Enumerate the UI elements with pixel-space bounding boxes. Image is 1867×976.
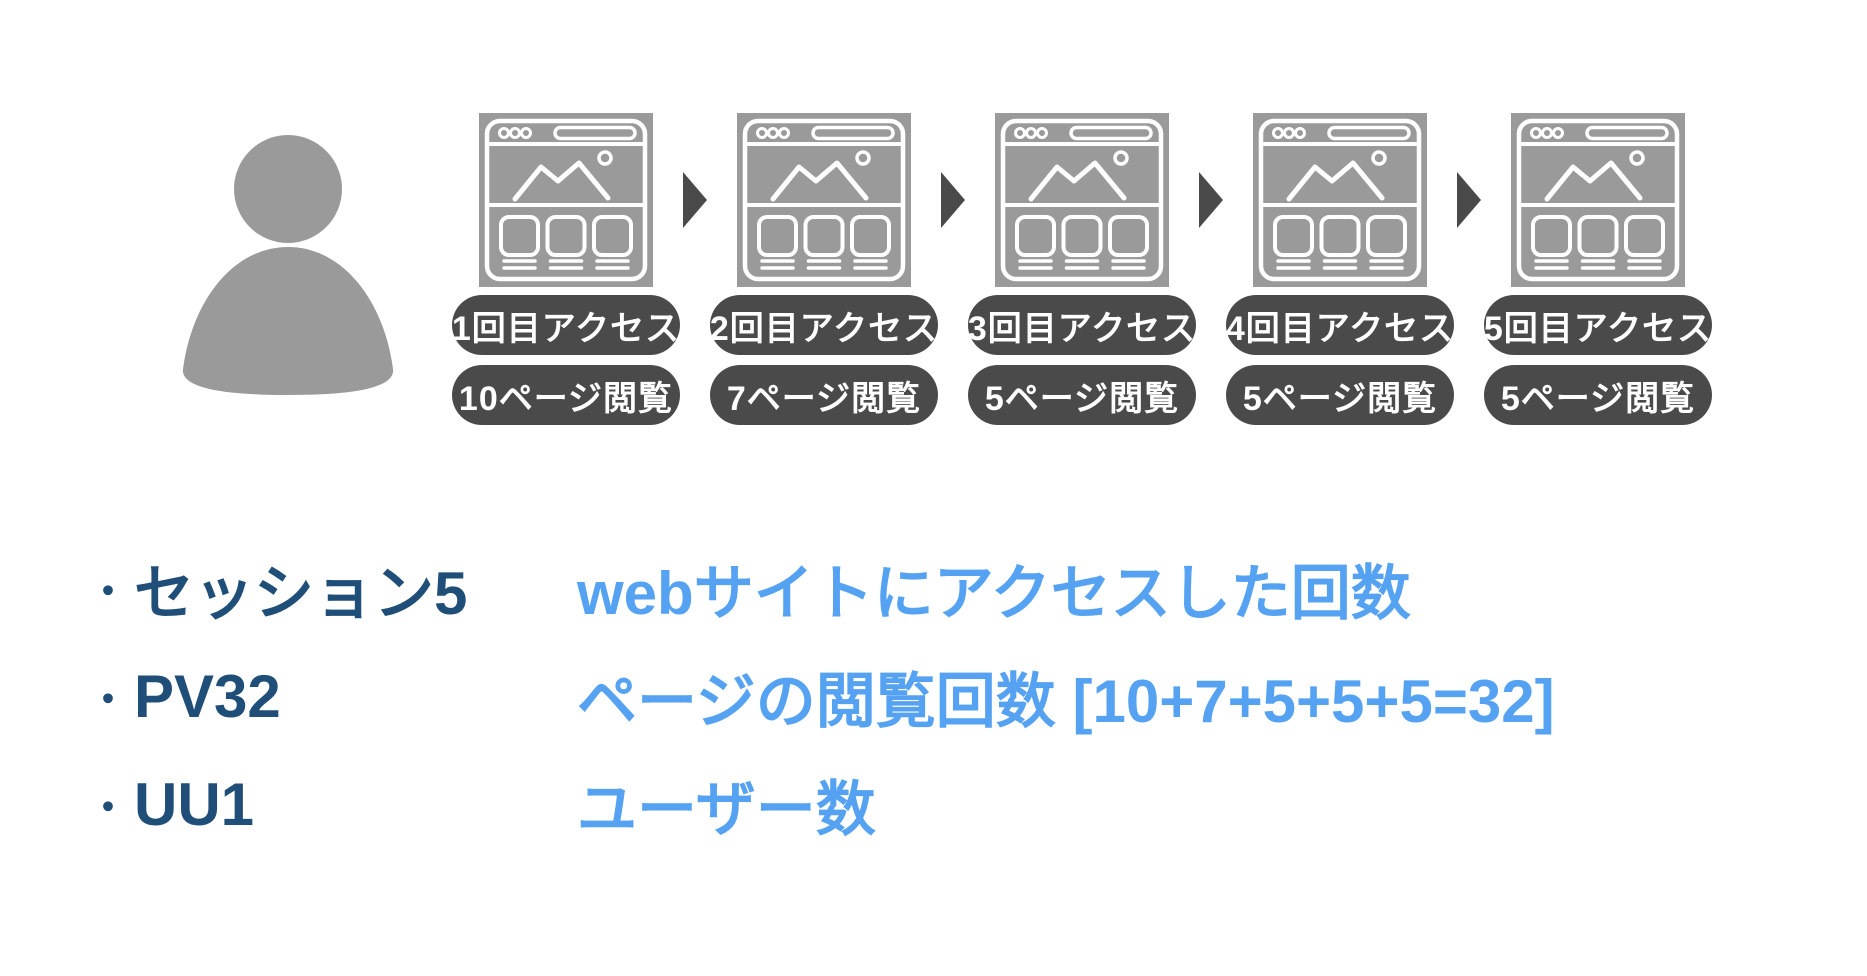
metric-definition: ページの閲覧回数 [10+7+5+5+5=32] bbox=[577, 667, 1555, 735]
metric-definition: webサイトにアクセスした回数 bbox=[577, 559, 1411, 627]
browser-window-icon bbox=[479, 113, 653, 287]
metric-term-label: セッション5 bbox=[134, 559, 468, 627]
arrow-right-icon bbox=[1457, 172, 1481, 228]
visit-column-2: 2回目アクセス 7ページ閲覧 bbox=[695, 113, 953, 425]
metric-term: ・ PV32 bbox=[88, 662, 577, 731]
page-views-badge: 5ページ閲覧 bbox=[1484, 365, 1712, 425]
browser-window-icon bbox=[1253, 113, 1427, 287]
bullet-icon: ・ bbox=[88, 570, 128, 614]
page-views-badge: 5ページ閲覧 bbox=[1226, 365, 1454, 425]
access-count-badge: 2回目アクセス bbox=[710, 295, 938, 355]
access-count-badge: 3回目アクセス bbox=[968, 295, 1196, 355]
page-views-badge: 10ページ閲覧 bbox=[452, 365, 680, 425]
arrow-right-icon bbox=[941, 172, 965, 228]
visit-column-5: 5回目アクセス 5ページ閲覧 bbox=[1469, 113, 1727, 425]
metric-term-label: UU1 bbox=[134, 770, 255, 838]
bullet-icon: ・ bbox=[88, 786, 128, 830]
access-count-badge: 4回目アクセス bbox=[1226, 295, 1454, 355]
metric-term: ・ UU1 bbox=[88, 770, 577, 839]
browser-window-icon bbox=[737, 113, 911, 287]
legend-row-uniqueusers: ・ UU1 ユーザー数 bbox=[88, 750, 1808, 858]
browser-window-icon bbox=[1511, 113, 1685, 287]
access-count-badge: 5回目アクセス bbox=[1484, 295, 1712, 355]
visit-column-1: 1回目アクセス 10ページ閲覧 bbox=[437, 113, 695, 425]
visit-journey: 1回目アクセス 10ページ閲覧 2回目アクセス 7ページ閲覧 3回目アクセス 5… bbox=[437, 113, 1727, 425]
user-icon bbox=[180, 135, 396, 395]
metrics-legend: ・ セッション5 webサイトにアクセスした回数 ・ PV32 ページの閲覧回数… bbox=[88, 534, 1808, 858]
bullet-icon: ・ bbox=[88, 678, 128, 722]
legend-row-sessions: ・ セッション5 webサイトにアクセスした回数 bbox=[88, 534, 1808, 642]
visit-column-3: 3回目アクセス 5ページ閲覧 bbox=[953, 113, 1211, 425]
page-views-badge: 7ページ閲覧 bbox=[710, 365, 938, 425]
metric-term-label: PV32 bbox=[134, 662, 281, 730]
access-count-badge: 1回目アクセス bbox=[452, 295, 680, 355]
arrow-right-icon bbox=[1199, 172, 1223, 228]
arrow-right-icon bbox=[683, 172, 707, 228]
metric-definition: ユーザー数 bbox=[577, 775, 876, 843]
legend-row-pageviews: ・ PV32 ページの閲覧回数 [10+7+5+5+5=32] bbox=[88, 642, 1808, 750]
metric-term: ・ セッション5 bbox=[88, 545, 577, 632]
visit-column-4: 4回目アクセス 5ページ閲覧 bbox=[1211, 113, 1469, 425]
browser-window-icon bbox=[995, 113, 1169, 287]
page-views-badge: 5ページ閲覧 bbox=[968, 365, 1196, 425]
